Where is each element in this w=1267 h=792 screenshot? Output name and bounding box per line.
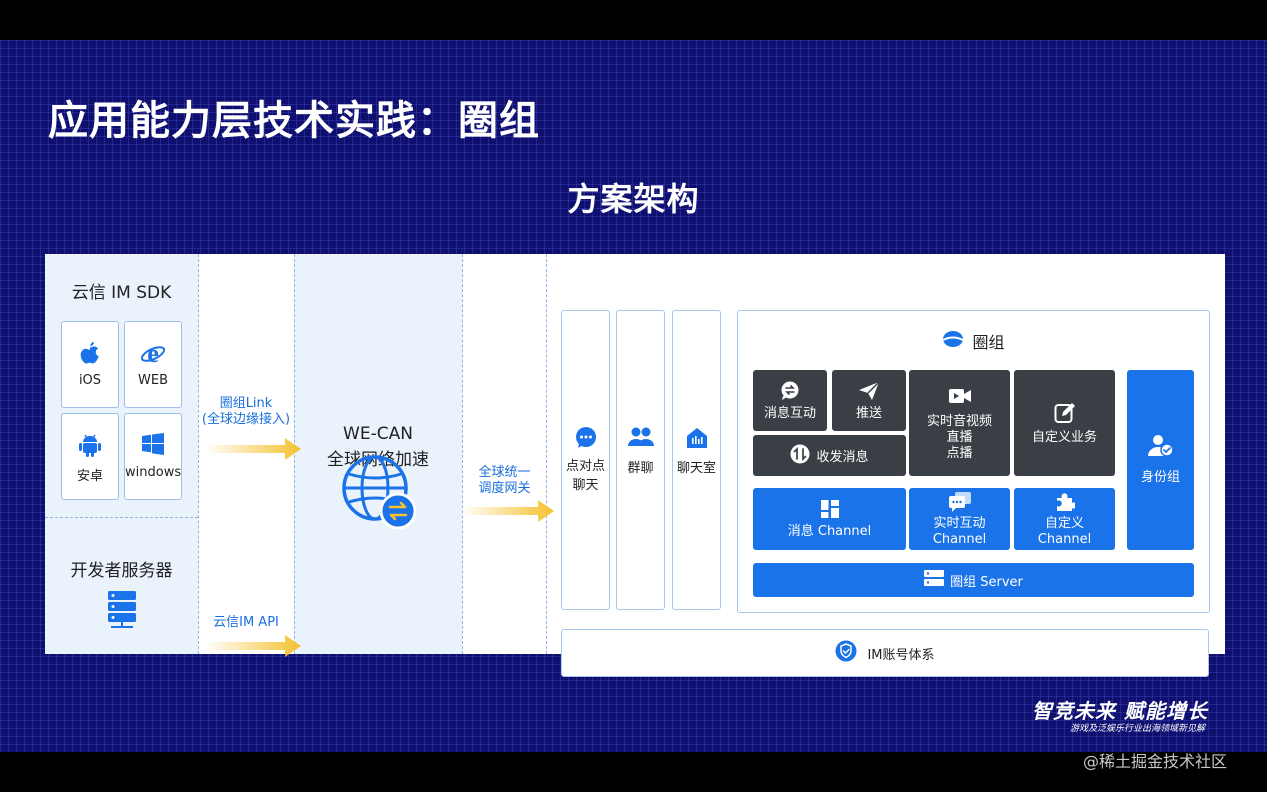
video-camera-icon <box>909 388 1010 404</box>
chat-bubble-icon <box>562 427 609 449</box>
dashboard-icon <box>753 500 906 518</box>
apple-icon <box>62 340 118 366</box>
platform-label: windows <box>125 465 182 480</box>
message-channel: 消息 Channel <box>753 488 906 550</box>
divider <box>294 254 295 654</box>
user-shield-icon <box>1127 434 1194 458</box>
chat-type-group: 群聊 <box>616 310 665 610</box>
server-icon <box>924 570 945 590</box>
arrow-right-icon <box>205 635 301 657</box>
feature-rtc: 实时音视频 直播 点播 <box>909 370 1010 476</box>
circle-logo-icon <box>942 330 964 352</box>
message-icon <box>753 381 827 401</box>
server-icon <box>107 590 137 634</box>
windows-icon <box>125 432 181 458</box>
platform-label: WEB <box>138 373 168 388</box>
divider <box>462 254 463 654</box>
chat-cards-icon <box>909 492 1010 512</box>
wecan-title: WE-CAN <box>343 424 413 444</box>
android-icon <box>62 432 118 458</box>
chatroom-icon <box>673 427 720 449</box>
shield-check-icon <box>835 640 857 666</box>
im-account-system: IM账号体系 <box>561 629 1209 677</box>
group-icon <box>617 427 664 447</box>
brand-subtitle: 游戏及泛娱乐行业出海领域新见解 <box>1070 724 1206 734</box>
platform-label: 安卓 <box>76 469 103 484</box>
circle-group-title: 圈组 <box>738 329 1209 353</box>
brand-slogan: 智竞未来 赋能增长 <box>1032 699 1208 723</box>
feature-push: 推送 <box>832 370 906 431</box>
circle-link-label: 圈组Link (全球边缘接入) <box>201 396 291 427</box>
puzzle-icon <box>1014 492 1115 512</box>
svg-text:e: e <box>147 340 159 366</box>
sync-messages-icon <box>790 444 810 468</box>
feature-custom-biz: 自定义业务 <box>1014 370 1115 476</box>
send-icon <box>832 381 906 401</box>
platform-android: 安卓 <box>61 413 119 500</box>
watermark: @稀土掘金技术社区 <box>1083 752 1228 771</box>
custom-channel: 自定义 Channel <box>1014 488 1115 550</box>
ie-icon: e <box>125 340 181 366</box>
gateway-label: 全球统一 调度网关 <box>478 465 531 496</box>
section-title: 方案架构 <box>567 180 700 218</box>
feature-identity-group: 身份组 <box>1127 370 1194 550</box>
slide-title: 应用能力层技术实践：圈组 <box>48 98 540 144</box>
edit-icon <box>1014 402 1115 424</box>
platform-label: iOS <box>78 373 102 388</box>
sdk-title: 云信 IM SDK <box>71 283 172 303</box>
divider <box>546 254 547 654</box>
feature-recv-msg: 收发消息 <box>753 435 906 476</box>
realtime-channel: 实时互动 Channel <box>909 488 1010 550</box>
circle-group-box: 圈组 消息互动 推送 实时音视频 直播 点播 <box>737 310 1210 613</box>
arrow-right-icon <box>205 438 301 460</box>
chat-type-chatroom: 聊天室 <box>672 310 721 610</box>
architecture-diagram: 云信 IM SDK iOS e WEB 安卓 windows 开发者 <box>45 254 1225 677</box>
divider <box>45 517 198 518</box>
im-api-label: 云信IM API <box>213 615 279 630</box>
divider <box>198 254 199 654</box>
globe-icon <box>341 454 417 534</box>
platform-ios: iOS <box>61 321 119 408</box>
arrow-right-icon <box>460 500 554 522</box>
platform-web: e WEB <box>124 321 182 408</box>
chat-type-p2p: 点对点 聊天 <box>561 310 610 610</box>
slide: 应用能力层技术实践：圈组 方案架构 云信 IM SDK iOS e WEB <box>0 40 1267 752</box>
platform-windows: windows <box>124 413 182 500</box>
feature-msg-interact: 消息互动 <box>753 370 827 431</box>
wecan-column <box>294 254 462 654</box>
circle-server: 圈组 Server <box>753 563 1194 597</box>
dev-server-title: 开发者服务器 <box>70 561 173 581</box>
